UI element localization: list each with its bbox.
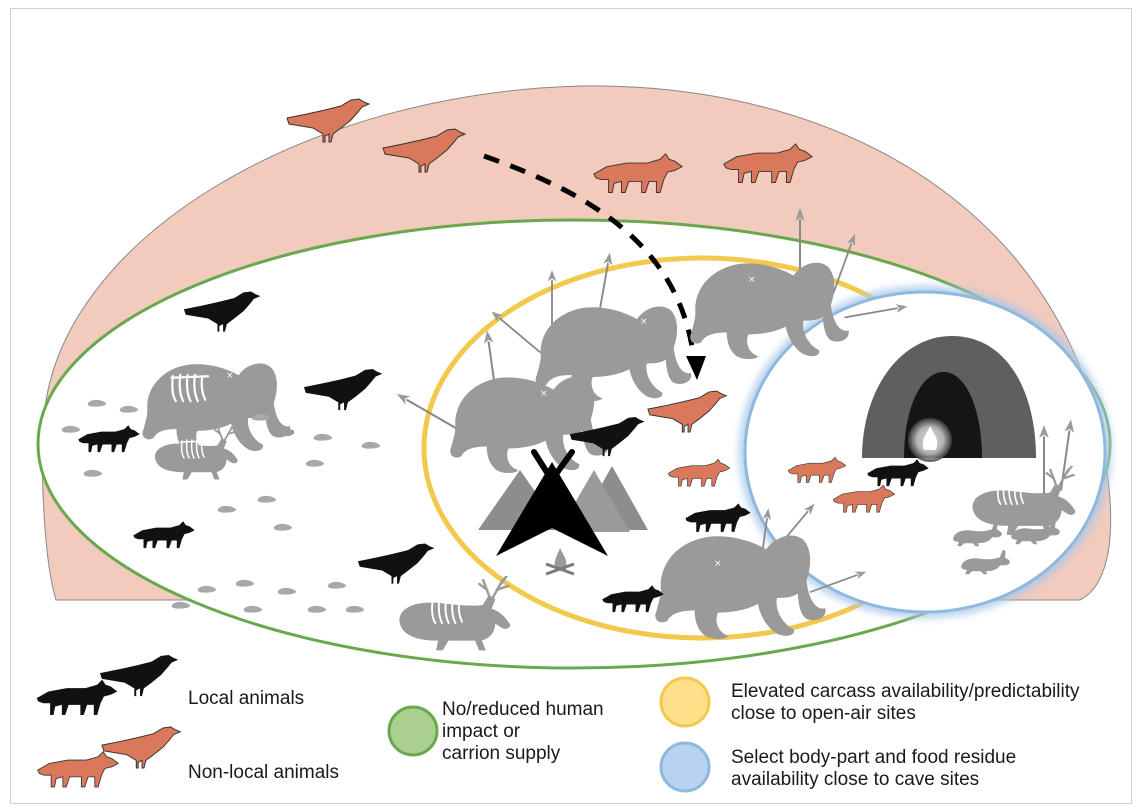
legend-green-swatch [389, 707, 437, 755]
legend-yellow-line-2: close to open-air sites [731, 703, 1080, 725]
legend-local-icons [37, 655, 179, 715]
svg-text:×: × [226, 371, 234, 381]
legend-yellow-line-1: Elevated carcass availability/predictabi… [731, 681, 1080, 703]
legend-blue-line-1: Select body-part and food residue [731, 747, 1016, 769]
svg-text:×: × [640, 317, 648, 327]
svg-text:×: × [714, 559, 722, 569]
legend-nonlocal-icons [38, 727, 181, 787]
legend-green-line-3: carrion supply [442, 743, 604, 765]
legend-yellow-swatch [661, 678, 709, 726]
fox-icon [37, 680, 118, 715]
legend-green-label: No/reduced human impact or carrion suppl… [442, 699, 604, 765]
legend-nonlocal-label: Non-local animals [188, 762, 339, 784]
svg-text:×: × [748, 275, 756, 285]
legend-blue-label: Select body-part and food residue availa… [731, 747, 1016, 791]
legend-local-label: Local animals [188, 688, 304, 710]
legend-blue-line-2: availability close to cave sites [731, 769, 1016, 791]
fox-icon [38, 752, 119, 787]
legend-yellow-label: Elevated carcass availability/predictabi… [731, 681, 1080, 725]
legend-blue-swatch [661, 743, 709, 791]
legend-green-line-2: impact or [442, 721, 604, 743]
svg-text:×: × [540, 389, 548, 399]
legend-green-line-1: No/reduced human [442, 699, 604, 721]
